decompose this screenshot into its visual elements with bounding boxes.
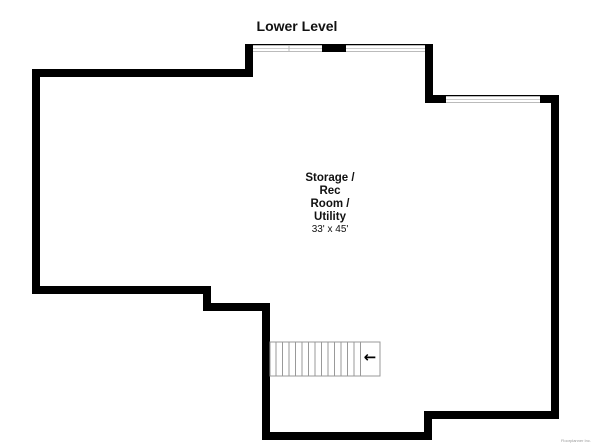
stairs-arrow-icon: ← [364,348,377,366]
credit-text: Floorplanner Inc. [560,438,591,443]
room-label: Storage / Rec Room / Utility 33' x 45' [280,172,380,235]
room-name-line: Utility [314,211,346,223]
level-title: Lower Level [256,18,338,34]
outer-wall [32,44,559,440]
room-name-line: Rec [319,185,341,197]
right-window [446,96,540,103]
staircase [269,341,381,377]
room-name-line: Storage / [305,172,355,184]
room-dimensions: 33' x 45' [311,224,349,235]
wall-pier [322,44,346,52]
top-window [253,44,425,52]
room-name-line: Room / [310,198,350,210]
